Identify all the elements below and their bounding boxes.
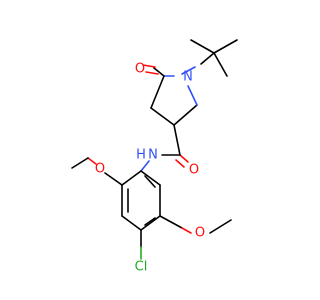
bond: [71, 157, 89, 169]
bond: [213, 52, 228, 77]
oxygen-label-methoxy-top: O: [95, 162, 105, 177]
molecule-structure: N O O N H O O Cl: [71, 39, 238, 275]
bond: [140, 160, 150, 172]
bond: [150, 75, 165, 109]
bond: [200, 52, 215, 65]
methoxy-groups: [71, 157, 232, 234]
oxygen-label-amide: O: [189, 163, 199, 178]
bond: [121, 170, 142, 186]
pyrrolidinone-ring: [142, 64, 198, 126]
amide-group: [140, 124, 189, 172]
bond: [209, 219, 232, 234]
bond: [181, 227, 192, 234]
hydrogen-label-amide: H: [136, 148, 146, 163]
bond: [153, 67, 165, 77]
bond: [190, 39, 215, 54]
bond: [173, 104, 198, 126]
bond: [104, 172, 123, 186]
bond: [144, 217, 156, 226]
bond: [187, 85, 198, 106]
bond: [150, 107, 175, 126]
bond: [175, 159, 185, 168]
nitrogen-label-amide: N: [148, 148, 158, 163]
oxygen-label-methoxy-bottom: O: [195, 226, 205, 241]
oxygen-label-ketone: O: [135, 62, 145, 77]
bond: [213, 39, 238, 54]
nitrogen-label-ring: N: [183, 70, 193, 85]
bond: [173, 124, 181, 156]
bond: [140, 170, 161, 186]
bond: [181, 66, 196, 75]
bond: [140, 215, 161, 231]
tert-butyl-group: [190, 39, 238, 77]
chlorine-label: Cl: [135, 260, 148, 275]
bond: [144, 175, 156, 188]
bond: [179, 154, 189, 163]
bond: [87, 157, 97, 165]
bond: [145, 71, 159, 75]
bond: [159, 215, 183, 229]
aromatic-ring: [121, 170, 161, 231]
bond: [142, 64, 156, 68]
bond: [121, 215, 142, 231]
